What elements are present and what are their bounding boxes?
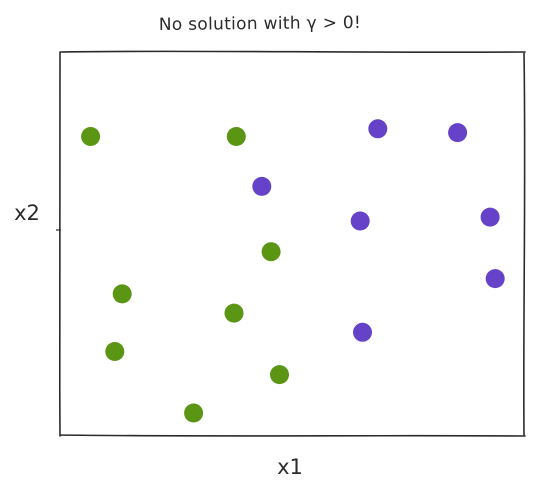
chart-title: No solution with γ > 0!	[159, 13, 362, 35]
data-point-series-1-6	[105, 342, 125, 361]
data-point-series-1-8	[184, 403, 204, 423]
scatter-points	[81, 119, 505, 423]
data-point-series-1-5	[224, 303, 244, 323]
data-point-series-2-1	[368, 119, 388, 139]
data-point-series-2-4	[350, 211, 370, 231]
data-point-series-1-3	[261, 242, 281, 262]
data-point-series-1-1	[81, 127, 101, 146]
data-point-series-2-7	[353, 322, 372, 342]
plot-frame	[58, 50, 526, 437]
data-point-series-2-5	[480, 207, 500, 227]
data-point-series-1-2	[226, 127, 246, 146]
data-point-series-2-2	[448, 123, 468, 143]
data-point-series-2-6	[485, 269, 505, 289]
x-axis-label: x1	[277, 455, 303, 479]
data-point-series-1-4	[112, 284, 132, 304]
data-point-series-2-3	[252, 176, 272, 196]
data-point-series-1-7	[270, 365, 289, 385]
y-axis-label: x2	[14, 201, 40, 225]
